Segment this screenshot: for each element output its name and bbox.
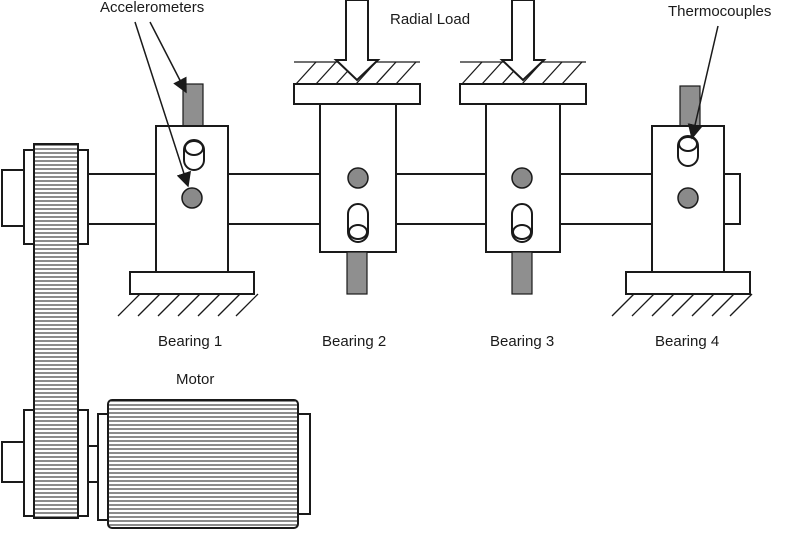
bearing-4-thermocouple xyxy=(677,135,699,167)
thermocouples-label: Thermocouples xyxy=(668,3,771,20)
down-arrow-icon xyxy=(333,0,381,82)
bearing-3-housing xyxy=(459,61,587,295)
bearing-1-thermocouple xyxy=(183,139,205,171)
bearing-4-accelerometer xyxy=(677,187,699,209)
bearing-3-accelerometer xyxy=(511,167,533,189)
bearing-1-ground xyxy=(117,293,259,317)
down-arrow-icon xyxy=(499,0,547,82)
bearing-2-label: Bearing 2 xyxy=(322,333,386,350)
accelerometers-label: Accelerometers xyxy=(100,0,204,16)
motor-pulley-left xyxy=(23,409,35,517)
motor-pulley-right xyxy=(77,409,89,517)
shaft-pulley xyxy=(23,149,89,245)
motor-label: Motor xyxy=(176,371,214,388)
motor xyxy=(1,399,311,529)
bearing-3-thermocouple xyxy=(511,203,533,243)
bearing-2-thermocouple xyxy=(347,203,369,243)
bearing-2-accelerometer xyxy=(347,167,369,189)
bearing-1-accelerometer xyxy=(181,187,203,209)
drive-belt xyxy=(33,143,79,519)
pointer-arrow-icon xyxy=(134,21,719,188)
bearing-4-housing xyxy=(611,85,753,317)
bearing-1-label: Bearing 1 xyxy=(158,333,222,350)
bearing-2-housing xyxy=(293,61,421,295)
bearing-4-label: Bearing 4 xyxy=(655,333,719,350)
bearing-1-housing xyxy=(117,83,259,317)
radial-load-label: Radial Load xyxy=(390,11,470,28)
bearing-4-ground xyxy=(611,293,753,317)
bearing-3-label: Bearing 3 xyxy=(490,333,554,350)
